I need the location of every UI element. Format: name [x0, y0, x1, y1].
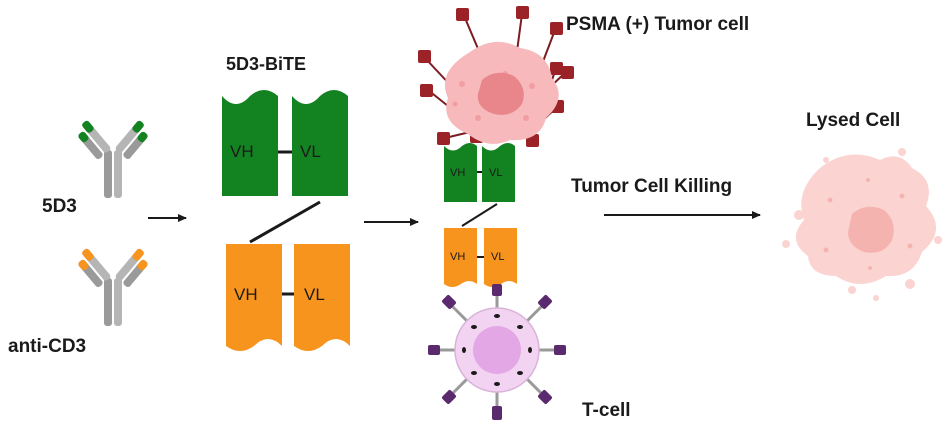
bite-green-vl-domain — [292, 90, 348, 196]
bite-orange-vh-label: VH — [234, 285, 258, 304]
t-cell-label: T-cell — [582, 400, 631, 421]
bite-orange-vh-domain — [226, 244, 282, 351]
bite-green-vl-label: VL — [300, 142, 321, 161]
bound-orange-vh-label: VH — [450, 251, 465, 263]
bite-bound: VH VL VH VL — [444, 143, 517, 287]
bite-title: 5D3-BiTE — [226, 54, 306, 74]
t-cell-icon — [428, 284, 566, 420]
antibody-anti-cd3-icon — [78, 248, 148, 326]
tumor-cell-killing-label: Tumor Cell Killing — [571, 176, 732, 197]
tumor-cell-label: PSMA (+) Tumor cell — [566, 14, 749, 35]
tumor-cell-icon — [418, 6, 574, 147]
bite-linker — [249, 200, 321, 244]
antibody-5d3-label: 5D3 — [42, 196, 77, 217]
bite-orange-vl-domain — [294, 244, 350, 351]
bite-large: VH VL VH VL — [222, 90, 350, 351]
antibody-anti-cd3-label: anti-CD3 — [8, 336, 86, 357]
bound-green-vl-label: VL — [489, 167, 502, 179]
lysed-cell-icon — [782, 148, 942, 301]
bound-orange-vl-label: VL — [491, 251, 504, 263]
antibody-5d3-icon — [78, 120, 148, 198]
bound-green-vh-label: VH — [450, 167, 465, 179]
bite-orange-vl-label: VL — [304, 285, 325, 304]
bite-green-vh-label: VH — [230, 142, 254, 161]
bite-green-vh-domain — [222, 90, 278, 196]
lysed-cell-label: Lysed Cell — [806, 110, 900, 131]
